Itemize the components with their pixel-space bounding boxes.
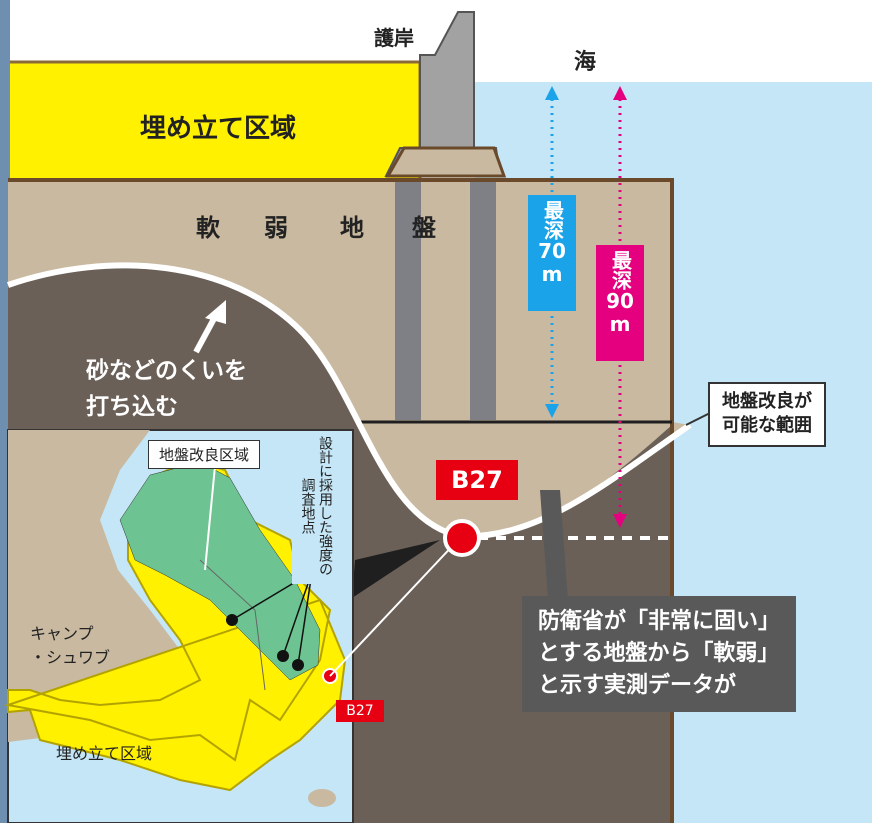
inset-zone-line-1 — [199, 559, 256, 611]
callout-box: 防衛省が「非常に固い」 とする地盤から「軟弱」 と示す実測データが — [522, 596, 797, 712]
inset-camp-label: キャンプ ・シュワブ — [30, 624, 111, 667]
survey-leader-2 — [282, 571, 313, 657]
sand-piles-label: 砂などのくいを 打ち込む — [86, 358, 247, 420]
sand-pile-7 — [470, 182, 496, 420]
soft-ground-char-3: 地 — [340, 214, 364, 242]
depth90-badge — [596, 245, 644, 361]
improvement-boundary-curve — [7, 262, 692, 540]
depth90-top-arrow — [613, 86, 627, 100]
depth90-bottom-arrow — [613, 514, 627, 528]
callout-pointer — [540, 490, 568, 600]
inset-landfill-label: 埋め立て区域 — [56, 744, 153, 763]
sea-label: 海 — [574, 50, 597, 75]
sand-pile-arrow-shaft — [193, 313, 219, 354]
landfill-zone-label: 埋め立て区域 — [140, 114, 297, 144]
photo-strip — [0, 0, 10, 823]
inset-survey-label-bg — [292, 434, 350, 584]
inset-improvement-label: 地盤改良区域 — [148, 440, 261, 469]
sand-pile-6 — [395, 182, 421, 420]
depth90-text: 最深 90 m — [606, 250, 634, 336]
inset-pointer — [352, 540, 440, 598]
b27-big-label: B27 — [436, 460, 518, 500]
depth70-badge — [528, 195, 576, 311]
b27-marker — [443, 519, 481, 557]
sand-pile-arrow-head — [205, 300, 226, 324]
seawall-mound — [385, 146, 507, 178]
depth70-bottom-arrow — [545, 404, 559, 418]
inset-label-pointer — [204, 465, 216, 571]
improvable-range-label: 地盤改良が 可能な範囲 — [708, 382, 826, 447]
inset-b27-label: B27 — [336, 700, 384, 722]
depth70-top-arrow — [545, 86, 559, 100]
landfill-block — [6, 60, 422, 182]
improvable-pointer — [685, 411, 713, 426]
inset-islet — [308, 789, 336, 807]
inset-zone-line-2 — [254, 609, 266, 691]
seawall-label: 護岸 — [374, 26, 414, 50]
survey-leader-3 — [297, 571, 313, 666]
b27-connector — [329, 539, 459, 677]
inset-survey-label: 設計に採用した強度の調査地点 — [299, 436, 334, 576]
soft-ground-char-1: 軟 — [196, 214, 220, 242]
depth70-text: 最深 70 m — [538, 200, 566, 286]
soft-ground-char-2: 弱 — [264, 214, 288, 242]
soft-ground-char-4: 盤 — [412, 214, 436, 242]
